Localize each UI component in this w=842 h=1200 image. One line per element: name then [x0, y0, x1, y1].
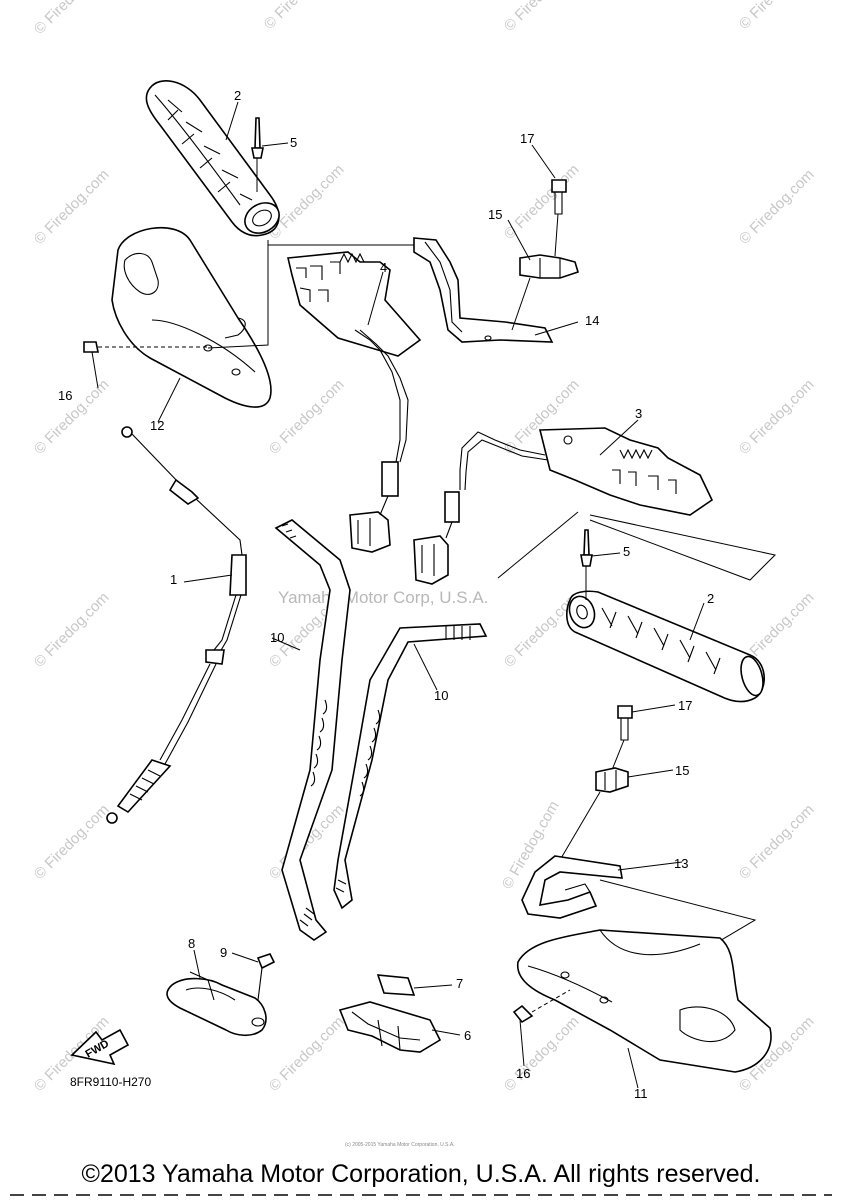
- callout-17: 17: [520, 131, 534, 146]
- callout-10: 10: [270, 630, 284, 645]
- pin-lower: [580, 529, 593, 600]
- callout-3: 3: [635, 406, 642, 421]
- callout-5: 5: [623, 544, 630, 559]
- callout-5: 5: [290, 135, 297, 150]
- callout-14: 14: [585, 313, 599, 328]
- handlebar-grip-upper: [145, 80, 280, 237]
- callout-1: 1: [170, 572, 177, 587]
- callout-8: 8: [188, 936, 195, 951]
- callout-13: 13: [674, 856, 688, 871]
- callout-12: 12: [150, 418, 164, 433]
- watermark: © Firedog.com: [736, 166, 818, 248]
- watermark: © Firedog.com: [31, 801, 113, 883]
- callout-6: 6: [464, 1028, 471, 1043]
- callout-11: 11: [634, 1086, 648, 1101]
- handlebar-grip-lower: [566, 590, 765, 703]
- watermark: © Firedog.com: [266, 376, 348, 458]
- pin-upper: [251, 117, 264, 192]
- watermark: © Firedog.com: [266, 1013, 348, 1095]
- holder-6: [338, 1001, 442, 1053]
- pad-7: [376, 974, 416, 996]
- cover-bracket-8: [166, 971, 267, 1037]
- callout-17: 17: [678, 698, 692, 713]
- switch-assembly-right: [413, 427, 714, 585]
- callout-16: 16: [516, 1066, 530, 1081]
- drawing-code: 8FR9110-H270: [70, 1075, 151, 1089]
- bracket-lower-assembly: [521, 705, 633, 919]
- watermark: © Firedog.com: [736, 801, 818, 883]
- watermark: © Firedog.com: [736, 376, 818, 458]
- fwd-arrow-icon: FWD: [70, 1028, 130, 1066]
- center-watermark: Yamaha Motor Corp, U.S.A.: [278, 588, 488, 607]
- copyright-notice: ©2013 Yamaha Motor Corporation, U.S.A. A…: [81, 1160, 761, 1188]
- bolt-cover-left: [83, 341, 208, 353]
- leader-lines: [91, 101, 705, 1089]
- callout-2: 2: [707, 591, 714, 606]
- watermark: © Firedog.com: [501, 161, 583, 243]
- footer-divider: [10, 1194, 832, 1196]
- switch-assembly-left: [287, 251, 422, 553]
- callout-9: 9: [220, 945, 227, 960]
- watermark: © Firedog.com: [31, 0, 113, 38]
- handlebar-left: [274, 519, 351, 941]
- callout-16: 16: [58, 388, 72, 403]
- watermark: © Firedog.com: [31, 166, 113, 248]
- throttle-cable: [106, 426, 247, 824]
- left-grip-assembly: [83, 80, 418, 408]
- callout-2: 2: [234, 88, 241, 103]
- handlebar-right: [333, 623, 488, 910]
- callout-15: 15: [488, 207, 502, 222]
- tiny-notice: (c) 2005-2015 Yamaha Motor Corporation, …: [345, 1142, 455, 1148]
- watermark: © Firedog.com: [31, 589, 113, 671]
- bolt-cover-right: [512, 989, 571, 1024]
- watermark: © Firedog.com: [499, 798, 563, 892]
- screw-9: [256, 953, 276, 1001]
- callout-7: 7: [456, 976, 463, 991]
- callout-15: 15: [675, 763, 689, 778]
- watermark: © Firedog.com: [736, 0, 818, 33]
- callout-4: 4: [380, 260, 387, 275]
- bracket-upper-assembly: [413, 179, 579, 343]
- watermark: © Firedog.com: [501, 1013, 583, 1095]
- watermark: © Firedog.com: [261, 0, 343, 33]
- callout-10: 10: [434, 688, 448, 703]
- watermark: © Firedog.com: [266, 161, 348, 243]
- watermark: © Firedog.com: [501, 0, 583, 35]
- handlebar-cover-right: [517, 929, 772, 1073]
- handlebar-cover-left: [111, 226, 272, 408]
- callout-numbers: 2 5 17 15 4 14 16 12 3 1 5 2 10 10 17 15…: [58, 88, 714, 1101]
